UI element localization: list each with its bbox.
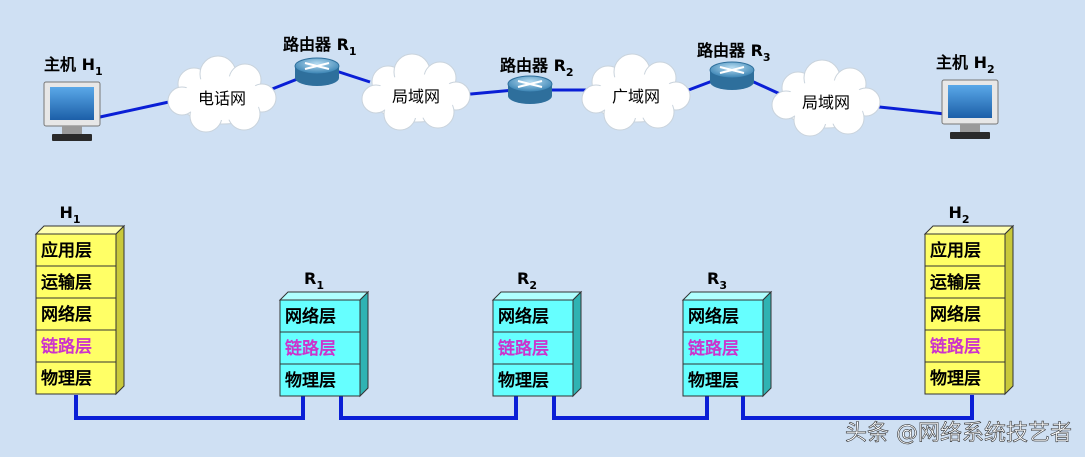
router-r2: 路由器 R2 (500, 56, 574, 104)
computer-icon (43, 81, 101, 141)
host-h2: 主机 H2 (936, 53, 999, 139)
layer-label: 链路层 (285, 338, 336, 359)
layer-box: 链路层 (682, 331, 764, 365)
stack-label: R2 (517, 269, 537, 292)
layer-box: 网络层 (279, 299, 361, 333)
router-label: 路由器 R3 (697, 41, 771, 64)
layer-box: 网络层 (682, 299, 764, 333)
layer-label: 网络层 (41, 304, 92, 325)
layer-label: 物理层 (498, 370, 549, 391)
layer-label: 应用层 (41, 240, 92, 261)
layer-label: 链路层 (930, 336, 981, 357)
layer-box: 物理层 (492, 363, 574, 397)
host-label: 主机 H1 (44, 55, 103, 78)
layer-label: 运输层 (41, 272, 92, 293)
layer-label: 链路层 (688, 338, 739, 359)
layer-box: 网络层 (492, 299, 574, 333)
layer-box: 链路层 (492, 331, 574, 365)
layer-label: 网络层 (285, 306, 336, 327)
router-icon (294, 57, 340, 86)
cloud-label: 局域网 (392, 87, 440, 106)
layer-label: 链路层 (498, 338, 549, 359)
layer-label: 运输层 (930, 272, 981, 293)
cloud-label: 广域网 (612, 87, 660, 106)
layer-label: 物理层 (285, 370, 336, 391)
layer-box: 物理层 (35, 361, 117, 395)
cloud-label: 局域网 (802, 93, 850, 112)
layer-box: 链路层 (279, 331, 361, 365)
router-label: 路由器 R1 (283, 35, 357, 58)
layer-label: 链路层 (41, 336, 92, 357)
cloud-lan-1: 局域网 (361, 53, 471, 131)
host-h1: 主机 H1 (43, 55, 103, 141)
layer-label: 网络层 (688, 306, 739, 327)
layer-label: 应用层 (930, 240, 981, 261)
physical-link (74, 395, 974, 420)
layer-box: 运输层 (35, 265, 117, 299)
layer-box: 网络层 (924, 297, 1006, 331)
protocol-stacks: 应用层运输层网络层链路层物理层H1网络层链路层物理层R1网络层链路层物理层R2网… (34, 203, 1015, 398)
router-r1: 路由器 R1 (283, 35, 357, 86)
layer-box: 运输层 (924, 265, 1006, 299)
layer-box: 物理层 (924, 361, 1006, 395)
watermark: 头条 @网络系统技艺者 (845, 421, 1072, 446)
layer-label: 物理层 (930, 368, 981, 389)
router-label: 路由器 R2 (500, 56, 574, 79)
stack-label: R1 (304, 269, 324, 292)
router-icon (709, 61, 755, 90)
stack-label: H2 (948, 203, 969, 226)
layer-label: 物理层 (688, 370, 739, 391)
router-icon (507, 75, 553, 104)
layer-label: 网络层 (930, 304, 981, 325)
stack-label: R3 (707, 269, 727, 292)
layer-box: 应用层 (35, 233, 117, 267)
layer-box: 物理层 (682, 363, 764, 397)
layer-label: 物理层 (41, 368, 92, 389)
computer-icon (941, 79, 999, 139)
layer-box: 物理层 (279, 363, 361, 397)
layer-label: 网络层 (498, 306, 549, 327)
cloud-telephone-network: 电话网 (167, 55, 277, 133)
host-label: 主机 H2 (936, 53, 995, 76)
layer-box: 网络层 (35, 297, 117, 331)
cloud-wan: 广域网 (581, 53, 691, 131)
cloud-lan-2: 局域网 (771, 59, 881, 137)
layer-box: 链路层 (924, 329, 1006, 363)
layer-box: 链路层 (35, 329, 117, 363)
layer-box: 应用层 (924, 233, 1006, 267)
stack-label: H1 (59, 203, 80, 226)
router-r3: 路由器 R3 (697, 41, 771, 90)
cloud-label: 电话网 (198, 89, 246, 108)
